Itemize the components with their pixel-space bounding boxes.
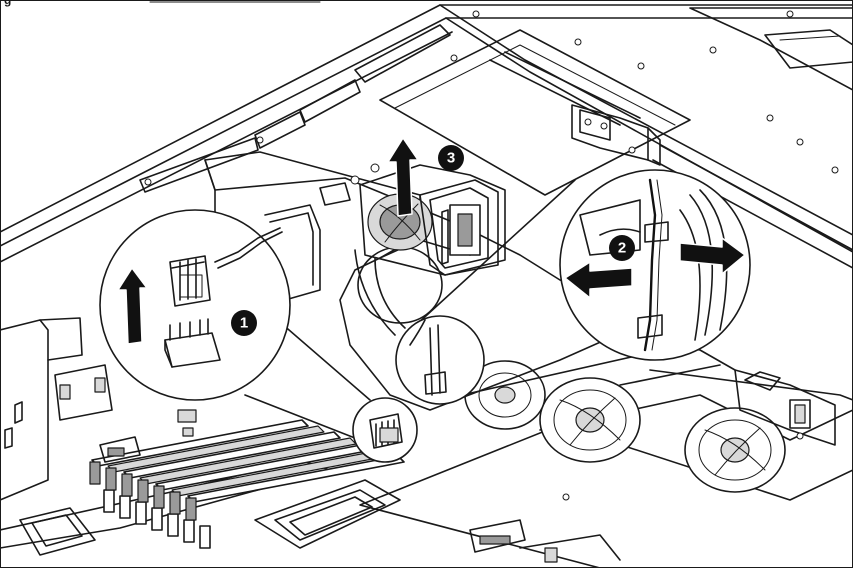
rear-bracket xyxy=(571,104,661,166)
dimm-latch xyxy=(151,507,163,531)
dimm-latch xyxy=(169,491,181,515)
dimm-slots xyxy=(0,409,621,563)
dimm-latch xyxy=(167,513,179,537)
dimm-latch xyxy=(135,501,147,525)
dimm-latch xyxy=(121,473,133,497)
dimm-latch xyxy=(185,497,197,521)
dimm-latch xyxy=(199,525,211,549)
lift-indicator: 3 xyxy=(387,137,464,217)
callout-number-2: 2 xyxy=(618,240,626,257)
magnifier-cable-routing: 2 xyxy=(395,169,751,405)
callout-1: 1 xyxy=(231,310,257,336)
dimm-latch xyxy=(105,467,117,491)
fan-module xyxy=(319,163,506,276)
magnifier-connector: 1 xyxy=(99,209,371,441)
dimm-latch xyxy=(153,485,165,509)
connector-target xyxy=(352,397,418,463)
dimm-latch xyxy=(137,479,149,503)
callout-2: 2 xyxy=(609,235,635,261)
callout-number-3: 3 xyxy=(447,150,455,167)
arrow-up-icon xyxy=(387,137,419,217)
dimm-latch xyxy=(89,461,101,485)
fan-array xyxy=(464,360,786,493)
callout-number-1: 1 xyxy=(240,315,248,332)
dimm-latch xyxy=(119,495,131,519)
callout-3: 3 xyxy=(438,145,464,171)
dimm-latch xyxy=(103,489,115,513)
arrow-right-icon xyxy=(679,237,746,275)
arrow-up-icon xyxy=(117,267,148,345)
arrow-left-icon xyxy=(564,261,633,299)
figure-header-fragment: g xyxy=(4,0,11,7)
fan-bracket-right xyxy=(659,344,836,446)
dimm-latch xyxy=(183,519,195,543)
